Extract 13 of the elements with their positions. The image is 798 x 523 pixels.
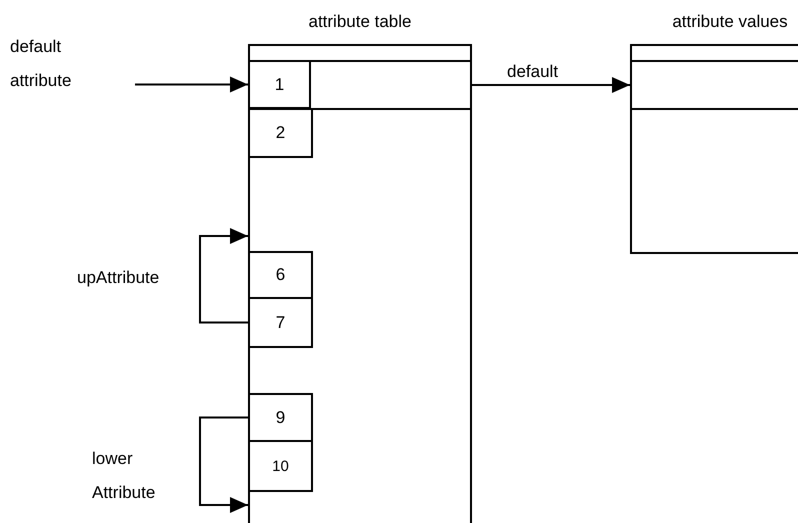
pointer-label: default attribute [10,30,100,100]
index-cell: 9 [248,393,313,442]
table-heading: attribute table [307,12,412,32]
arrow [471,77,630,93]
table-heading: attribute values [671,12,789,32]
index-cell: 2 [248,108,313,158]
arrow [135,76,248,92]
arrow [199,228,248,324]
index-cell: 10 [248,440,313,492]
index-cell: 6 [248,251,313,299]
index-cell: 7 [248,297,313,348]
edge-label: upAttribute [75,268,162,288]
arrow [199,416,248,513]
